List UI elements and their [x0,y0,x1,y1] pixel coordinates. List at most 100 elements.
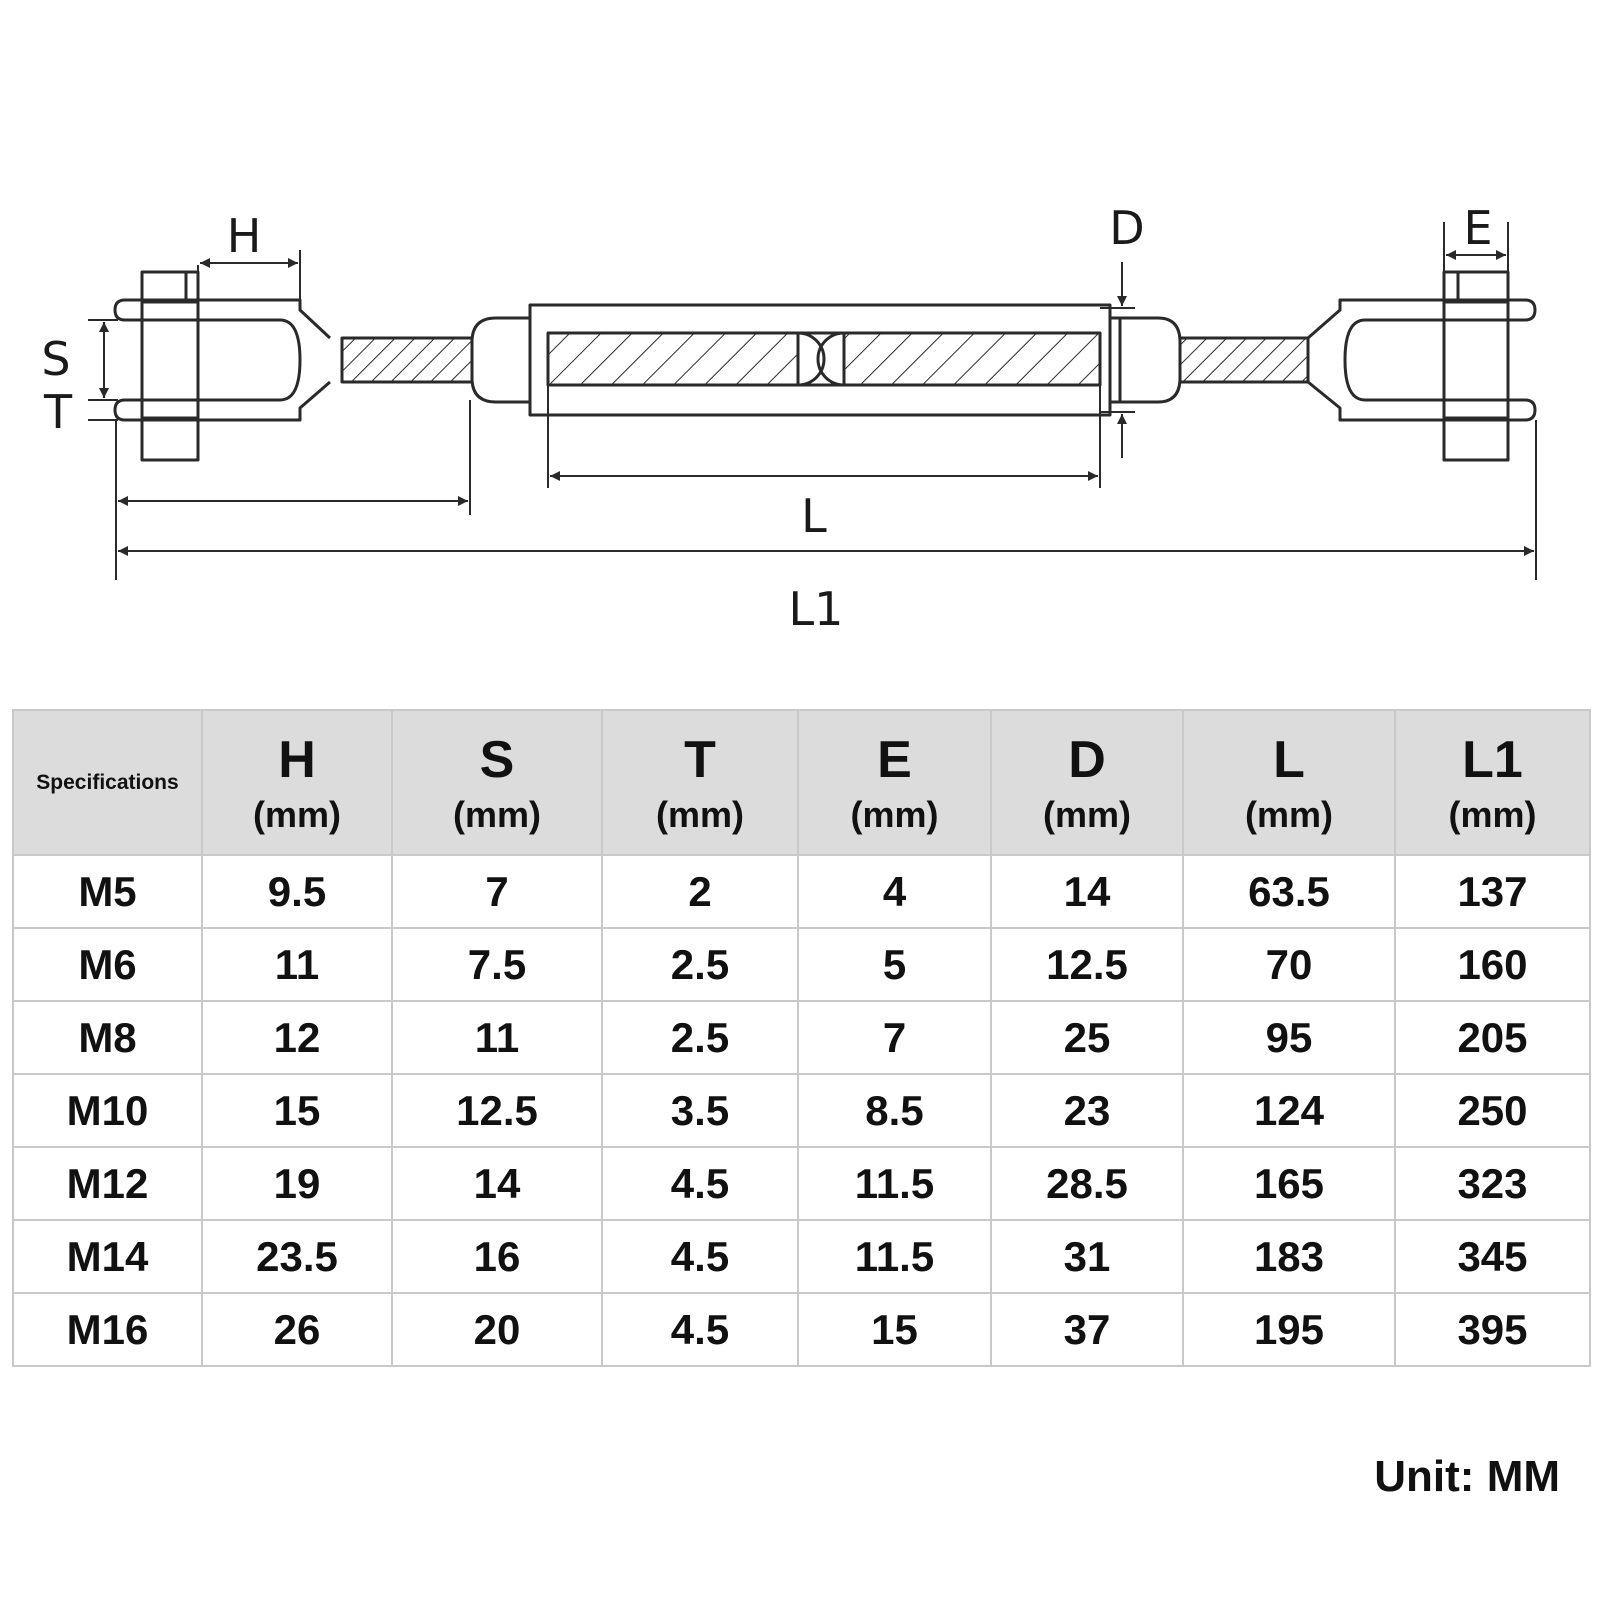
value-cell: 8.5 [797,1073,992,1148]
value-cell: 37 [990,1292,1184,1367]
value-cell: 160 [1394,927,1591,1002]
value-cell: 250 [1394,1073,1591,1148]
header-symbol: L [1273,730,1305,789]
value-cell: 70 [1182,927,1396,1002]
dimension-s [88,319,118,401]
table-row: M14 23.5 16 4.5 11.5 31 183 345 [12,1219,1591,1294]
value-cell: 4.5 [601,1292,799,1367]
label-l1: L1 [789,582,844,636]
dimension-l [547,385,1101,488]
header-s: S(mm) [391,709,603,856]
header-l1: L1(mm) [1394,709,1591,856]
value-cell: 183 [1182,1219,1396,1294]
label-s: S [41,332,70,386]
value-cell: 4.5 [601,1146,799,1221]
right-jaw [1307,270,1537,462]
label-t: T [43,385,73,439]
dimension-jaw-length [118,400,471,515]
table-row: M10 15 12.5 3.5 8.5 23 124 250 [12,1073,1591,1148]
value-cell: 2 [601,854,799,929]
header-symbol: T [684,730,716,789]
value-cell: 15 [797,1292,992,1367]
value-cell: 28.5 [990,1146,1184,1221]
value-cell: 345 [1394,1219,1591,1294]
value-cell: 63.5 [1182,854,1396,929]
value-cell: 2.5 [601,1000,799,1075]
header-d: D(mm) [990,709,1184,856]
dimension-e [1443,222,1509,272]
value-cell: 12 [201,1000,393,1075]
header-h: H(mm) [201,709,393,856]
table-header-row: Specifications H(mm) S(mm) T(mm) E(mm) D… [12,709,1591,856]
value-cell: 23 [990,1073,1184,1148]
spec-cell: M14 [12,1219,203,1294]
value-cell: 4 [797,854,992,929]
header-e: E(mm) [797,709,992,856]
header-unit: (mm) [453,793,541,835]
turnbuckle-dimension-diagram: H S T D E L L1 [41,201,1537,636]
dimension-h [197,250,301,300]
header-unit: (mm) [253,793,341,835]
value-cell: 11.5 [797,1219,992,1294]
value-cell: 165 [1182,1146,1396,1221]
table-row: M5 9.5 7 2 4 14 63.5 137 [12,854,1591,929]
left-threaded-rod [340,336,474,384]
right-threaded-rod [1178,336,1310,384]
table-row: M16 26 20 4.5 15 37 195 395 [12,1292,1591,1367]
value-cell: 7 [797,1000,992,1075]
spec-cell: M8 [12,1000,203,1075]
value-cell: 3.5 [601,1073,799,1148]
header-symbol: H [278,730,316,789]
header-unit: (mm) [1043,793,1131,835]
header-unit: (mm) [850,793,939,835]
value-cell: 12.5 [990,927,1184,1002]
value-cell: 11.5 [797,1146,992,1221]
dimension-l1 [115,420,1537,580]
value-cell: 137 [1394,854,1591,929]
header-t: T(mm) [601,709,799,856]
turnbuckle-body [470,303,1182,417]
value-cell: 12.5 [391,1073,603,1148]
header-l: L(mm) [1182,709,1396,856]
value-cell: 31 [990,1219,1184,1294]
spec-cell: M6 [12,927,203,1002]
specifications-table: Specifications H(mm) S(mm) T(mm) E(mm) D… [12,709,1591,1367]
value-cell: 5 [797,927,992,1002]
header-specifications: Specifications [12,709,203,856]
value-cell: 95 [1182,1000,1396,1075]
label-d: D [1109,201,1144,255]
header-unit: (mm) [1245,793,1333,835]
table-row: M12 19 14 4.5 11.5 28.5 165 323 [12,1146,1591,1221]
header-unit: (mm) [1448,793,1537,835]
header-symbol: D [1068,730,1106,789]
spec-cell: M5 [12,854,203,929]
header-symbol: S [479,730,515,789]
label-e: E [1463,201,1492,255]
dimension-d [1100,262,1135,458]
value-cell: 16 [391,1219,603,1294]
value-cell: 11 [391,1000,603,1075]
value-cell: 14 [990,854,1184,929]
left-jaw [113,270,332,462]
value-cell: 25 [990,1000,1184,1075]
table-row: M6 11 7.5 2.5 5 12.5 70 160 [12,927,1591,1002]
value-cell: 26 [201,1292,393,1367]
value-cell: 205 [1394,1000,1591,1075]
value-cell: 14 [391,1146,603,1221]
header-symbol: L1 [1462,730,1523,789]
spec-cell: M10 [12,1073,203,1148]
spec-cell: M12 [12,1146,203,1221]
label-h: H [227,209,262,263]
value-cell: 9.5 [201,854,393,929]
value-cell: 395 [1394,1292,1591,1367]
spec-cell: M16 [12,1292,203,1367]
value-cell: 7.5 [391,927,603,1002]
value-cell: 323 [1394,1146,1591,1221]
header-unit: (mm) [656,793,744,835]
table-row: M8 12 11 2.5 7 25 95 205 [12,1000,1591,1075]
value-cell: 11 [201,927,393,1002]
value-cell: 195 [1182,1292,1396,1367]
unit-note: Unit: MM [1374,1452,1560,1501]
value-cell: 23.5 [201,1219,393,1294]
value-cell: 7 [391,854,603,929]
